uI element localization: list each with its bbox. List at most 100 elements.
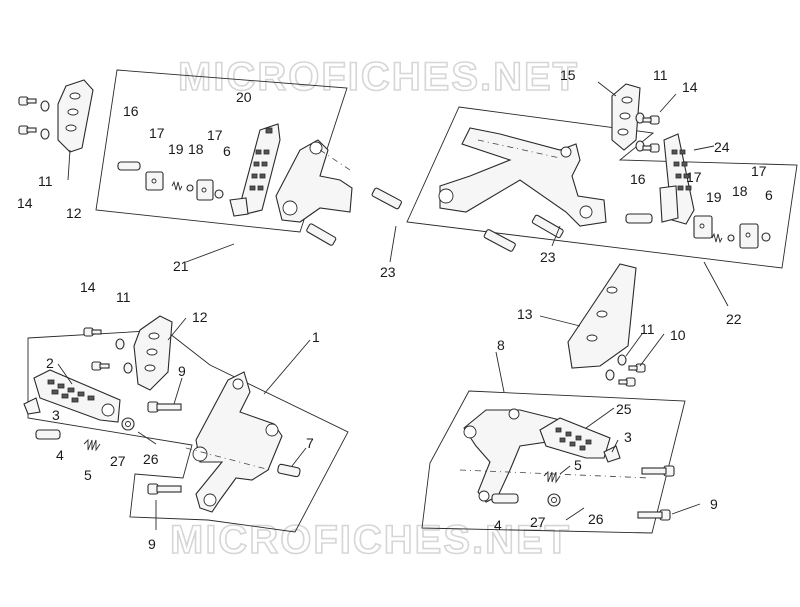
label-10: 10 bbox=[670, 327, 686, 343]
label-12: 12 bbox=[192, 309, 208, 325]
label-9: 9 bbox=[710, 496, 718, 512]
bolt-9-bottom-left-b bbox=[147, 483, 182, 495]
label-22: 22 bbox=[726, 311, 742, 327]
leader-lines bbox=[57, 81, 729, 530]
washer-11-bottom-right bbox=[605, 354, 627, 381]
label-5: 5 bbox=[574, 457, 582, 473]
spring-5-bottom-left bbox=[83, 438, 101, 452]
label-23: 23 bbox=[380, 264, 396, 280]
label-13: 13 bbox=[517, 306, 533, 322]
spring-5-bottom-right bbox=[543, 470, 561, 484]
plate-17-left-b bbox=[196, 179, 214, 201]
washer-11-bottom-left bbox=[115, 338, 133, 374]
bolt-9-bottom-right-a bbox=[641, 465, 675, 477]
label-11: 11 bbox=[640, 321, 655, 337]
label-9: 9 bbox=[148, 536, 156, 552]
split-pin-26-bottom-left bbox=[137, 431, 157, 445]
label-11: 11 bbox=[38, 173, 53, 189]
label-25: 25 bbox=[616, 401, 632, 417]
label-12: 12 bbox=[66, 205, 82, 221]
label-20: 20 bbox=[236, 89, 252, 105]
label-16: 16 bbox=[123, 103, 139, 119]
label-17: 17 bbox=[686, 169, 702, 185]
label-18: 18 bbox=[188, 141, 204, 157]
footpeg-bracket-1 bbox=[185, 371, 283, 513]
bolt-9-bottom-right-b bbox=[637, 509, 671, 521]
label-3: 3 bbox=[624, 429, 632, 445]
nut-6-left bbox=[214, 189, 224, 199]
washer-27-bottom-left bbox=[121, 417, 135, 431]
footpeg-bracket-8 bbox=[459, 408, 651, 503]
screw-14-bottom-left bbox=[83, 327, 110, 371]
bolt-23-right-a bbox=[483, 229, 516, 252]
ball-18-right bbox=[727, 234, 735, 242]
label-11: 11 bbox=[116, 289, 131, 305]
label-17: 17 bbox=[149, 125, 165, 141]
heel-plate-15 bbox=[611, 83, 641, 151]
label-26: 26 bbox=[143, 451, 159, 467]
heel-plate-13 bbox=[567, 263, 637, 369]
label-23: 23 bbox=[540, 249, 556, 265]
pin-4-bottom-left bbox=[35, 429, 61, 440]
footpeg-20 bbox=[229, 123, 281, 217]
label-7: 7 bbox=[306, 435, 314, 451]
label-19: 19 bbox=[706, 189, 722, 205]
screw-14-top-left bbox=[18, 96, 37, 135]
label-4: 4 bbox=[56, 447, 64, 463]
frame-group-8 bbox=[421, 390, 686, 534]
label-1: 1 bbox=[312, 329, 320, 345]
label-24: 24 bbox=[714, 139, 730, 155]
label-14: 14 bbox=[17, 195, 33, 211]
frame-group-22 bbox=[406, 106, 798, 269]
bolt-9-bottom-left-a bbox=[147, 401, 182, 413]
washer-11-top-right bbox=[635, 112, 645, 152]
heel-plate-12-bottom-left bbox=[133, 315, 173, 391]
split-pin-26-bottom-right bbox=[565, 507, 585, 521]
screw-10 bbox=[618, 363, 646, 387]
plate-17-right-b bbox=[739, 223, 759, 249]
footpeg-bracket-left bbox=[275, 139, 353, 223]
label-3: 3 bbox=[52, 407, 60, 423]
watermark-top: MICROFICHES.NET bbox=[178, 55, 579, 99]
label-14: 14 bbox=[80, 279, 96, 295]
washer-27-bottom-right bbox=[547, 493, 561, 507]
frame-group-1 bbox=[27, 329, 349, 533]
bolt-23-left-a bbox=[371, 187, 402, 210]
footpeg-2 bbox=[33, 369, 121, 423]
label-11: 11 bbox=[653, 67, 668, 83]
footpeg-24 bbox=[659, 133, 695, 225]
spring-19-left bbox=[171, 180, 183, 192]
label-17: 17 bbox=[751, 163, 767, 179]
bolt-23-right-b bbox=[531, 214, 564, 239]
plate-17-right-a bbox=[693, 215, 713, 239]
label-27: 27 bbox=[110, 453, 126, 469]
label-26: 26 bbox=[588, 511, 604, 527]
plate-17-left-a bbox=[145, 171, 164, 191]
pin-4-bottom-right bbox=[491, 493, 519, 504]
label-19: 19 bbox=[168, 141, 184, 157]
part-number-labels: 14 11 12 16 17 19 18 17 6 20 2 1 23 15 11… bbox=[17, 67, 773, 552]
footpeg-bracket-right bbox=[438, 127, 607, 227]
screw-14-top-right bbox=[642, 115, 660, 153]
heel-plate-12-top-left bbox=[57, 79, 94, 153]
label-5: 5 bbox=[84, 467, 92, 483]
label-2: 2 bbox=[46, 355, 54, 371]
label-15: 15 bbox=[560, 67, 576, 83]
label-18: 18 bbox=[732, 183, 748, 199]
label-4: 4 bbox=[494, 517, 502, 533]
label-8: 8 bbox=[497, 337, 505, 353]
pin-16-right bbox=[625, 213, 653, 224]
label-6: 6 bbox=[223, 143, 231, 159]
ball-18-left bbox=[186, 184, 194, 192]
plate-3-bottom-left bbox=[23, 397, 41, 415]
label-17: 17 bbox=[207, 127, 223, 143]
label-9: 9 bbox=[178, 363, 186, 379]
bolt-23-left-b bbox=[306, 223, 337, 246]
nut-6-right bbox=[761, 232, 771, 242]
watermark-bottom: MICROFICHES.NET bbox=[170, 518, 571, 562]
footpeg-25 bbox=[539, 417, 611, 459]
washer-11-top-left bbox=[40, 100, 50, 140]
label-6: 6 bbox=[765, 187, 773, 203]
